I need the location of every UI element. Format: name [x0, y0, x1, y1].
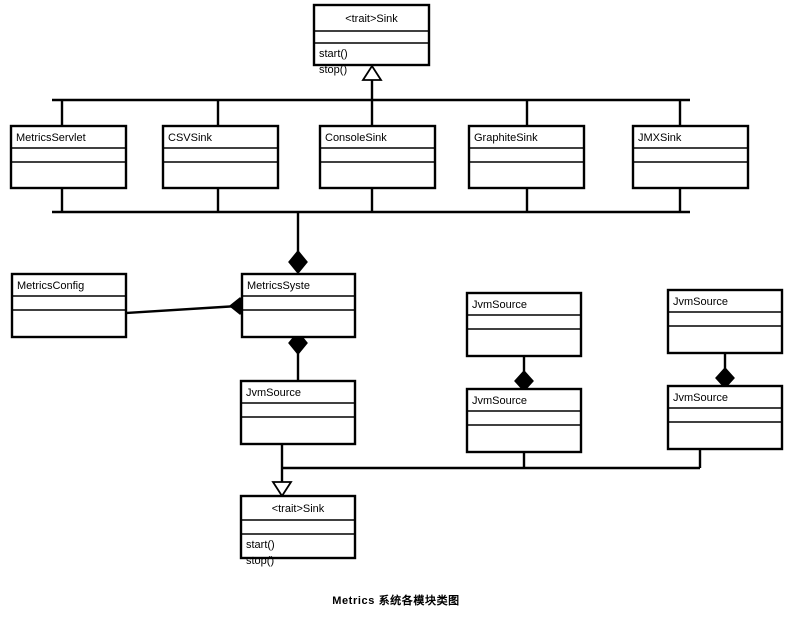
class-box-outline-graphite-sink	[467, 124, 586, 190]
class-box-jvm-source-far-right[interactable]: JvmSource	[666, 288, 784, 355]
class-box-metrics-system[interactable]: MetricsSyste	[240, 272, 357, 339]
edge-line-compose-config-system	[125, 304, 239, 315]
class-box-csv-sink[interactable]: CSVSink	[161, 124, 280, 190]
class-box-outline-console-sink	[318, 124, 437, 190]
class-name-metrics-system: MetricsSyste	[247, 280, 310, 292]
class-box-outline-jmx-sink	[631, 124, 750, 190]
class-box-outline-jvm-source-mid-right-2	[465, 387, 583, 454]
edge-compose-config-system	[125, 297, 252, 315]
class-box-sink-bottom[interactable]: <trait>Sink start() stop()	[239, 494, 357, 567]
class-box-jvm-source-mid-right[interactable]: JvmSource	[465, 291, 583, 358]
generalization-arrowhead-implement-sink-bottom	[271, 481, 293, 498]
edge-inherit-bus-top	[361, 64, 383, 100]
class-method-sink-top-1: stop()	[319, 64, 347, 76]
class-box-graphite-sink[interactable]: GraphiteSink	[467, 124, 586, 190]
class-method-sink-bottom-0: start()	[246, 539, 275, 551]
edge-compose-jvm-right-1	[514, 356, 534, 393]
edge-compose-jvm-right-2	[715, 353, 735, 390]
class-box-outline-jvm-source-far-right	[666, 288, 784, 355]
class-box-metrics-config[interactable]: MetricsConfig	[10, 272, 128, 339]
class-box-outline-sink-top	[312, 3, 431, 67]
class-box-outline-metrics-system	[240, 272, 357, 339]
class-box-console-sink[interactable]: ConsoleSink	[318, 124, 437, 190]
class-name-sink-top: <trait>Sink	[345, 13, 398, 25]
class-method-sink-bottom-1: stop()	[246, 555, 274, 567]
class-box-outline-jvm-source-far-right-2	[666, 384, 784, 451]
class-box-metrics-servlet[interactable]: MetricsServlet	[9, 124, 128, 190]
class-name-jvm-source-mid-right: JvmSource	[472, 299, 527, 311]
class-box-sink-top[interactable]: <trait>Sink start() stop()	[312, 3, 431, 76]
class-box-jvm-source-mid-right-2[interactable]: JvmSource	[465, 387, 583, 454]
class-name-metrics-config: MetricsConfig	[17, 280, 84, 292]
edges-layer	[52, 64, 735, 498]
class-box-jvm-source-center[interactable]: JvmSource	[239, 379, 357, 446]
class-name-jmx-sink: JMXSink	[638, 132, 682, 144]
class-box-outline-sink-bottom	[239, 494, 357, 560]
edge-compose-system-sinks	[288, 212, 308, 275]
class-name-jvm-source-far-right: JvmSource	[673, 296, 728, 308]
class-name-graphite-sink: GraphiteSink	[474, 132, 538, 144]
boxes-layer: <trait>Sink start() stop() MetricsServlet CS…	[9, 3, 784, 567]
class-name-jvm-source-far-right-2: JvmSource	[673, 392, 728, 404]
class-box-jvm-source-far-right-2[interactable]: JvmSource	[666, 384, 784, 451]
class-name-csv-sink: CSVSink	[168, 132, 213, 144]
class-name-console-sink: ConsoleSink	[325, 132, 387, 144]
diagram-caption: Metrics 系统各模块类图	[332, 595, 460, 607]
class-box-outline-metrics-config	[10, 272, 128, 339]
class-box-jmx-sink[interactable]: JMXSink	[631, 124, 750, 190]
class-name-jvm-source-mid-right-2: JvmSource	[472, 395, 527, 407]
class-box-outline-csv-sink	[161, 124, 280, 190]
class-box-outline-jvm-source-center	[239, 379, 357, 446]
class-method-sink-top-0: start()	[319, 48, 348, 60]
class-name-jvm-source-center: JvmSource	[246, 387, 301, 399]
class-name-metrics-servlet: MetricsServlet	[16, 132, 86, 144]
composition-diamond-compose-system-sinks	[288, 249, 308, 275]
class-name-sink-bottom: <trait>Sink	[272, 503, 325, 515]
class-box-outline-metrics-servlet	[9, 124, 128, 190]
edge-compose-system-jvmsource	[288, 330, 308, 381]
edge-implement-sink-bottom	[271, 468, 293, 498]
class-box-outline-jvm-source-mid-right	[465, 291, 583, 358]
generalization-arrowhead-inherit-bus-top	[361, 64, 383, 81]
